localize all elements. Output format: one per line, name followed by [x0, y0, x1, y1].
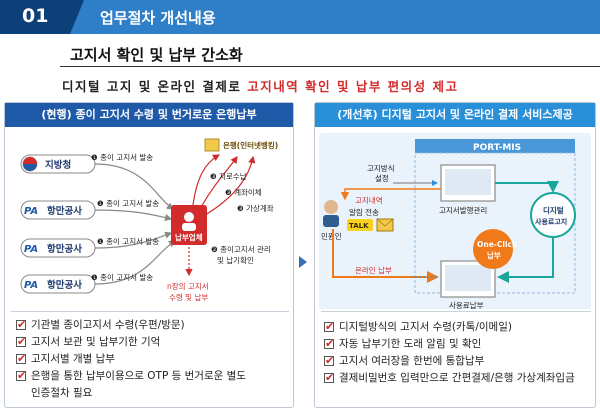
right-divider [321, 311, 591, 312]
section-number: 01 [22, 5, 49, 27]
step3-virtual: ❸ 가상계좌 [237, 203, 274, 213]
step3-giro: ❸ 지로수납 [210, 172, 247, 181]
org-pill-port-authority-3: PA 항만공사 [20, 274, 96, 294]
checkbox-icon [324, 353, 334, 369]
current-issue-list: 기관별 종이고지서 수령(우편/방문) 고지서 보관 및 납부기한 기억 고지서… [13, 317, 288, 402]
kakaotalk-icon [347, 219, 373, 231]
checkbox-icon [324, 370, 334, 386]
step1-label: ❶ 종이 고지서 발송 [91, 272, 153, 282]
list-item: 고지서별 개별 납부 [13, 351, 288, 367]
improvement-list: 디지털방식의 고지서 수령(카톡/이메일) 자동 납부기한 도래 알림 및 확인… [321, 319, 591, 387]
header-bar: 01 업무절차 개선내용 [0, 0, 600, 34]
digital-notice-node [530, 192, 576, 238]
payer-label: 납부업체 [175, 232, 203, 242]
recipient-label: 민원인 [321, 231, 342, 241]
checkbox-icon [16, 317, 26, 333]
tagline-part1: 디지털 고지 및 온라인 결제로 [62, 79, 248, 94]
flow-setting-line2: 설정 [375, 173, 389, 183]
list-item: 자동 납부기한 도래 알림 및 확인 [321, 336, 591, 352]
improved-process-title: (개선후) 디지털 고지서 및 온라인 결제 서비스제공 [315, 103, 595, 127]
subtitle-underline [60, 66, 600, 67]
svg-text:One-Click: One-Click [477, 240, 518, 249]
step1-label: ❶ 종이 고지서 발송 [91, 152, 153, 162]
improved-process-diagram: PORT-MIS 고지서발행관리 사용료납부 고지방식 설정 민원인 고지내역 … [321, 139, 576, 310]
org-label: 지방청 [45, 159, 71, 171]
step3-transfer: ❸ 계좌이체 [225, 187, 262, 197]
svg-text:사용료고지: 사용료고지 [535, 217, 567, 226]
payer-company: 납부업체 [171, 205, 207, 245]
section-number-box: 01 [0, 0, 84, 34]
n-note-line1: n장의 고지서 [167, 281, 209, 291]
current-process-panel: (현행) 종이 고지서 수령 및 번거로운 은행납부 지방청 PA 항만공사 P… [4, 102, 294, 408]
org-label: 항만공사 [47, 279, 82, 291]
svg-text:TALK: TALK [349, 222, 369, 230]
left-divider [11, 311, 289, 312]
list-item-continued: 인증절차 필요 [31, 387, 93, 399]
step2-line2: 및 납기확인 [217, 255, 254, 265]
system-label: PORT-MIS [473, 143, 521, 153]
step2-line1: ❷ 종이고지서 관리 [211, 244, 271, 254]
bank-node: 은행(인터넷뱅킹) [204, 138, 278, 152]
tagline: 디지털 고지 및 온라인 결제로 고지내역 확인 및 납부 편의성 제고 [62, 76, 459, 95]
step1-label: ❶ 종이 고지서 발송 [97, 236, 159, 246]
screen1-label: 고지서발행관리 [439, 205, 487, 215]
list-item: 기관별 종이고지서 수령(우편/방문) [13, 317, 288, 333]
checkbox-icon [16, 334, 26, 350]
list-item: 고지서 보관 및 납부기한 기억 [13, 334, 288, 350]
screen2-label: 사용료납부 [449, 301, 484, 310]
checkbox-icon [16, 351, 26, 367]
tagline-highlight: 고지내역 확인 및 납부 편의성 제고 [247, 79, 459, 94]
pa-logo-icon: PA [24, 206, 38, 217]
person-icon [184, 212, 194, 222]
issuance-screen: 고지서발행관리 [439, 164, 496, 215]
notice-label: 고지내역 [355, 195, 383, 205]
person-icon [324, 200, 338, 214]
header-title: 업무절차 개선내용 [100, 9, 216, 27]
pa-logo-icon: PA [24, 244, 38, 255]
improved-process-panel: (개선후) 디지털 고지서 및 온라인 결제 서비스제공 PORT-MIS 고지… [314, 102, 596, 408]
step1-label: ❶ 종이 고지서 발송 [97, 198, 159, 208]
one-click-badge [473, 229, 513, 269]
svg-text:디지털: 디지털 [543, 205, 564, 215]
checkbox-icon [16, 368, 26, 384]
checkbox-icon [324, 336, 334, 352]
online-payment-label: 온라인 납부 [355, 265, 392, 275]
org-label: 항만공사 [47, 205, 82, 217]
list-item: 디지털방식의 고지서 수령(카톡/이메일) [321, 319, 591, 335]
current-process-title: (현행) 종이 고지서 수령 및 번거로운 은행납부 [5, 103, 293, 127]
n-note-line2: 수령 및 납부 [169, 292, 208, 302]
list-item: 은행을 통한 납부이용으로 OTP 등 번거로운 별도 [13, 368, 288, 384]
current-process-diagram: 지방청 PA 항만공사 PA 항만공사 PA 항만공사 ❶ 종이 고지서 발송 … [20, 138, 278, 302]
system-bar [415, 139, 575, 153]
list-item: 결제비밀번호 입력만으로 간편결제/은행 가상계좌입금 [321, 370, 591, 386]
recipient: 민원인 [321, 200, 342, 241]
org-pill-port-authority-2: PA 항만공사 [20, 238, 96, 258]
payment-screen: 사용료납부 [440, 260, 496, 310]
flow-setting-line1: 고지방식 [367, 163, 395, 173]
org-label: 항만공사 [47, 243, 82, 255]
alert-label: 알림 전송 [349, 207, 379, 217]
transition-arrow-icon [299, 256, 307, 268]
list-item: 고지서 여러장을 한번에 통합납부 [321, 353, 591, 369]
org-pill-port-authority-1: PA 항만공사 [20, 200, 96, 220]
svg-text:납부: 납부 [487, 250, 501, 260]
bank-label: 은행(인터넷뱅킹) [223, 140, 278, 150]
checkbox-icon [324, 319, 334, 335]
page-subtitle: 고지서 확인 및 납부 간소화 [70, 46, 243, 64]
pa-logo-icon: PA [24, 280, 38, 291]
org-pill-regional-office: 지방청 [20, 154, 96, 174]
bank-icon [204, 138, 220, 152]
